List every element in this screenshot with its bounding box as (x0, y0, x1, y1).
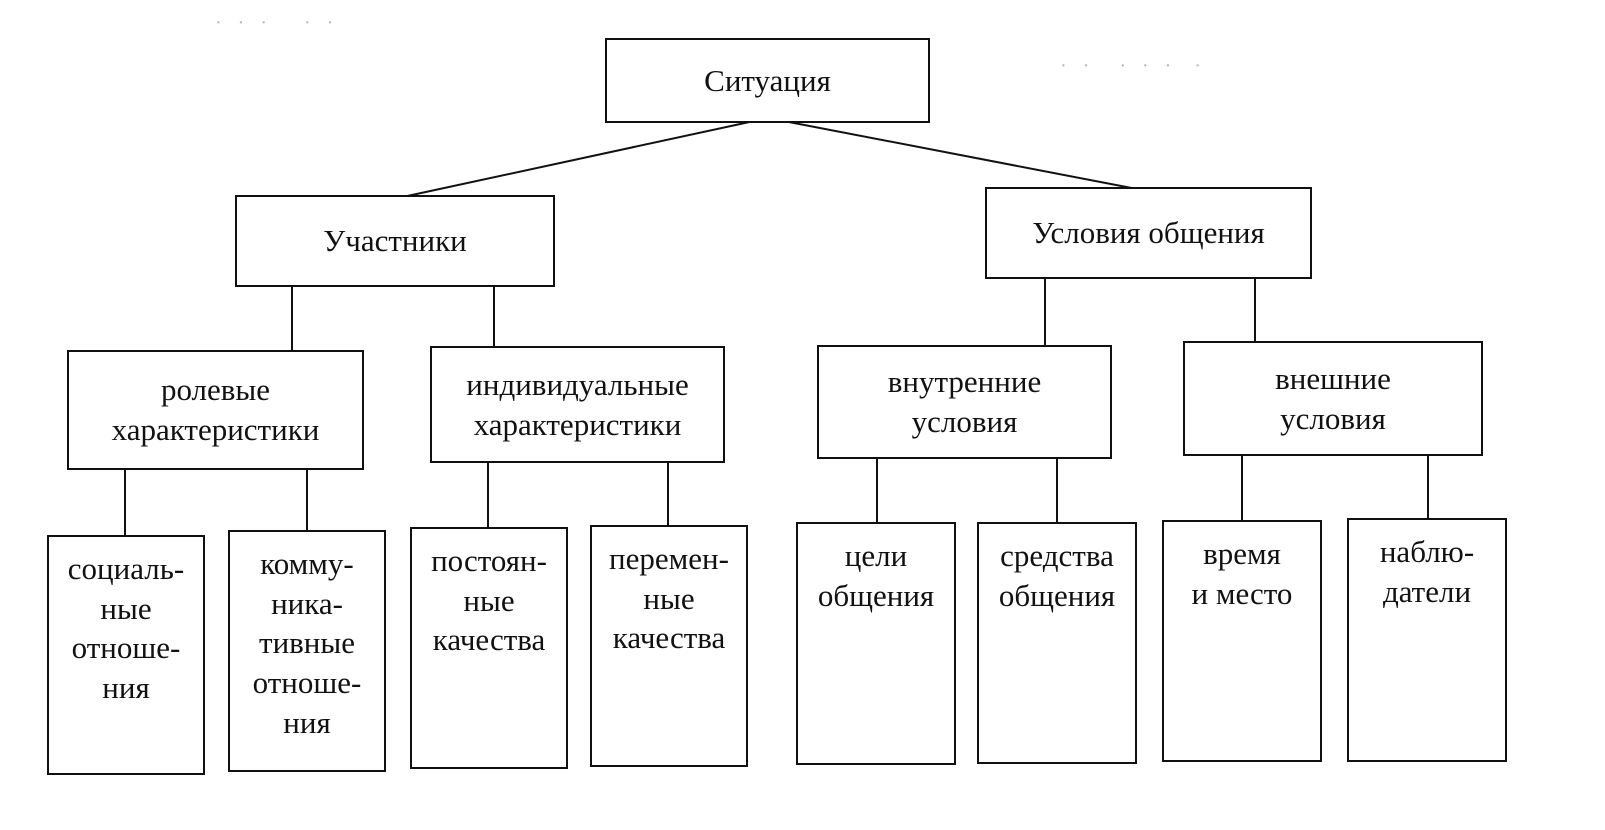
leaf-observers-label: наблю- датели (1379, 534, 1475, 609)
leaf-social-relations-label: социаль- ные отноше- ния (67, 551, 185, 706)
node-participants: Участники (235, 195, 555, 287)
node-individual-characteristics: индивидуальные характеристики (430, 346, 725, 463)
leaf-permanent-qualities-label: постоян- ные качества (431, 543, 547, 658)
node-individual-characteristics-label: индивидуальные характеристики (466, 366, 689, 442)
leaf-communication-means: средства общения (977, 522, 1137, 764)
leaf-communication-goals-label: цели общения (817, 538, 935, 613)
node-root-label: Ситуация (704, 62, 831, 98)
leaf-communication-goals: цели общения (796, 522, 956, 765)
node-participants-label: Участники (323, 223, 467, 259)
bleed-through-noise-right: · · · · · · (1060, 55, 1203, 77)
leaf-communication-means-label: средства общения (998, 538, 1116, 613)
node-role-characteristics-label: ролевые характеристики (111, 372, 320, 447)
leaf-social-relations: социаль- ные отноше- ния (47, 535, 205, 775)
leaf-variable-qualities: перемен- ные качества (590, 525, 748, 767)
node-role-characteristics: ролевые характеристики (67, 350, 364, 470)
node-conditions: Условия общения (985, 187, 1312, 279)
node-external-conditions: внешние условия (1183, 341, 1483, 456)
node-conditions-label: Условия общения (1032, 215, 1265, 251)
connector-root-participants (397, 117, 769, 199)
leaf-time-and-place: время и место (1162, 520, 1322, 762)
node-internal-conditions: внутренние условия (817, 345, 1112, 459)
leaf-time-and-place-label: время и место (1191, 536, 1293, 611)
node-external-conditions-label: внешние условия (1275, 360, 1391, 436)
node-root: Ситуация (605, 38, 930, 123)
connector-root-conditions (767, 117, 1143, 191)
leaf-communicative-relations-label: комму- ника- тивные отноше- ния (252, 546, 362, 740)
leaf-observers: наблю- датели (1347, 518, 1507, 762)
leaf-permanent-qualities: постоян- ные качества (410, 527, 568, 769)
leaf-communicative-relations: комму- ника- тивные отноше- ния (228, 530, 386, 772)
node-internal-conditions-label: внутренние условия (887, 364, 1042, 439)
leaf-variable-qualities-label: перемен- ные качества (609, 541, 729, 656)
bleed-through-noise-left: · · · · · (215, 12, 336, 34)
